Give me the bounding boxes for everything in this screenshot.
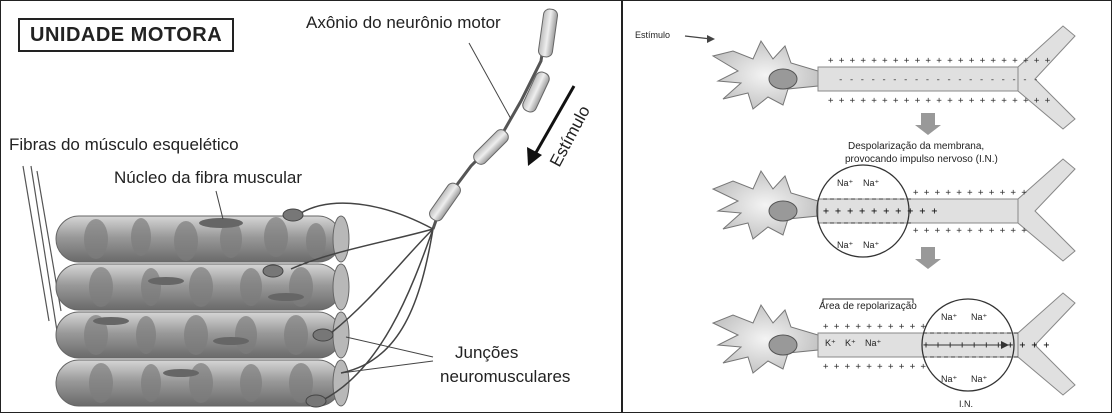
svg-text:- - - - - - - - - - - - - - -: - - - - - - - - - - - - - - - - - - - — [838, 75, 1038, 85]
down-arrow-1 — [915, 113, 941, 135]
na-label-4: Na⁺ — [863, 240, 879, 251]
na-label-1: Na⁺ — [837, 178, 853, 189]
motor-axon — [427, 8, 558, 229]
motor-unit-illustration — [1, 1, 622, 413]
neuron-1: + + + + + + + + + + + + + + + + + + + + … — [713, 26, 1075, 129]
muscle-fiber-1 — [56, 216, 349, 262]
depolarization-label-line1: Despolarização da membrana, — [848, 141, 984, 152]
junctions-label-line2: neuromusculares — [440, 367, 570, 387]
down-arrow-2 — [915, 247, 941, 269]
na-label-3: Na⁺ — [837, 240, 853, 251]
na-label-5: Na⁺ — [941, 312, 957, 323]
nerve-impulse-panel: + + + + + + + + + + + + + + + + + + + + … — [622, 0, 1112, 413]
svg-text:+ + + + + + + + + + + + + + +: + + + + + + + + + + + + + + + + + + + + … — [828, 96, 1051, 106]
muscle-fiber-4 — [56, 360, 349, 406]
na-label-9: Na⁺ — [971, 374, 987, 385]
svg-text:+ + + + + + + + + +: + + + + + + + + + + — [823, 322, 927, 332]
na-label-7: Na⁺ — [865, 338, 881, 349]
na-label-8: Na⁺ — [941, 374, 957, 385]
fibers-label: Fibras do músculo esquelético — [9, 135, 239, 155]
svg-text:+ + + + + + + + + + +: + + + + + + + + + + + — [913, 226, 1027, 236]
svg-text:+ + + + + + + + + + +: + + + + + + + + + + + — [913, 188, 1027, 198]
loose-fiber-strands — [23, 166, 61, 331]
muscle-fiber-2 — [56, 264, 349, 310]
neuron-2: + + + + + + + + + + + + + + + + + + + + … — [713, 159, 1075, 261]
repolarization-label: Área de repolarização — [819, 301, 917, 312]
na-label-6: Na⁺ — [971, 312, 987, 323]
k-label-1: K⁺ — [825, 338, 836, 349]
nerve-impulse-illustration: + + + + + + + + + + + + + + + + + + + + … — [623, 1, 1112, 413]
svg-text:+ + + + + + + + + +: + + + + + + + + + + — [823, 206, 937, 217]
depolarization-label-line2: provocando impulso nervoso (I.N.) — [845, 154, 998, 165]
motor-unit-title: UNIDADE MOTORA — [18, 18, 234, 52]
nucleus-label: Núcleo da fibra muscular — [114, 168, 302, 188]
stimulus-label-right: Estímulo — [635, 30, 670, 40]
junctions-label-line1: Junções — [455, 343, 518, 363]
impulse-label: I.N. — [959, 399, 973, 409]
muscle-nucleus — [199, 218, 243, 228]
svg-text:+ + + + + + + + + + + + + + +: + + + + + + + + + + + + + + + + + + + + … — [828, 56, 1051, 66]
k-label-2: K⁺ — [845, 338, 856, 349]
muscle-fiber-3 — [56, 312, 349, 358]
stimulus-arrow-right — [685, 35, 715, 43]
svg-text:+ + + + + + + + + +: + + + + + + + + + + — [823, 362, 927, 372]
na-label-2: Na⁺ — [863, 178, 879, 189]
muscle-fibers — [56, 216, 349, 406]
motor-unit-panel: UNIDADE MOTORA Axônio do neurônio motor … — [0, 0, 622, 413]
axon-label: Axônio do neurônio motor — [306, 13, 501, 33]
